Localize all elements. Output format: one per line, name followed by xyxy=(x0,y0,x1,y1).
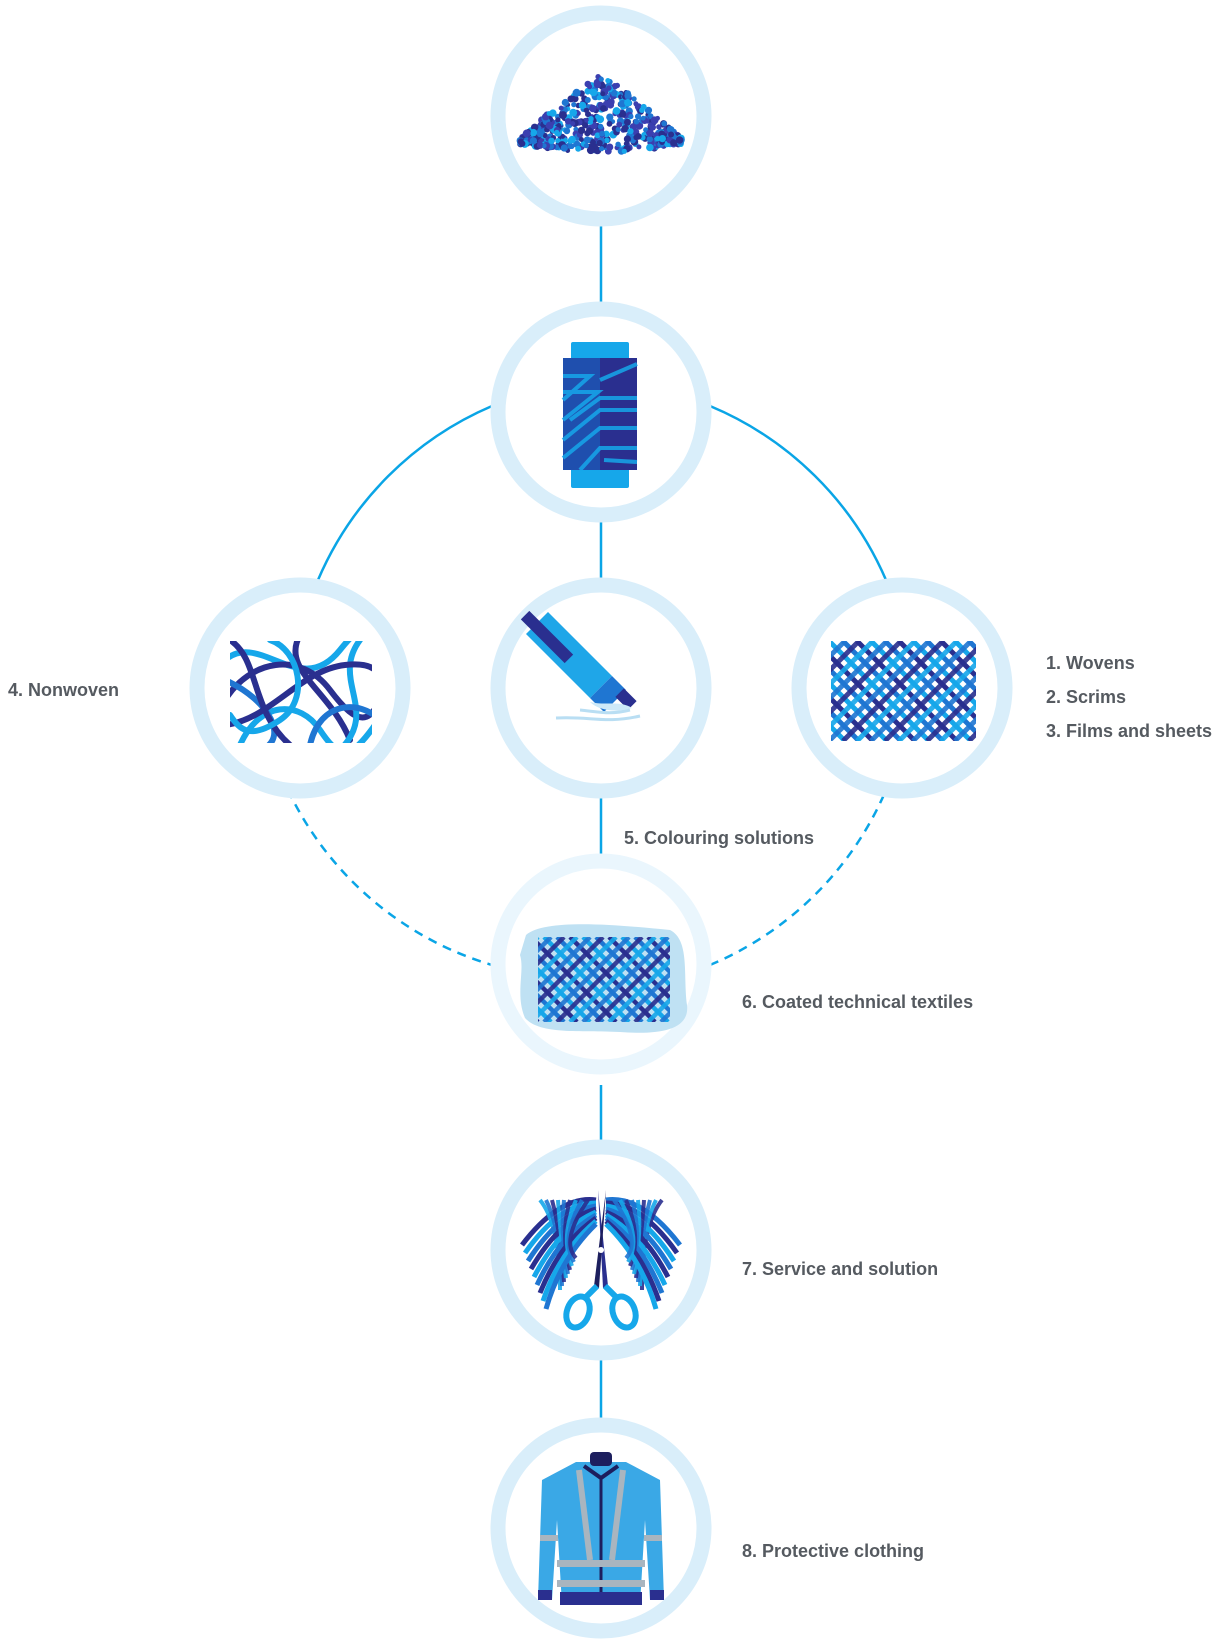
label-colouring: 5. Colouring solutions xyxy=(624,828,814,848)
woven-mesh-icon xyxy=(831,641,976,741)
label-films: 3. Films and sheets xyxy=(1046,721,1213,741)
label-wovens: 1. Wovens xyxy=(1046,653,1135,673)
yarn-spool-icon xyxy=(561,342,638,488)
scissors-fabric-icon xyxy=(520,1190,682,1331)
connector-arc-dashed xyxy=(709,789,888,967)
coated-textile-icon xyxy=(520,924,688,1033)
connector-arc xyxy=(709,404,888,581)
label-service: 7. Service and solution xyxy=(742,1259,939,1279)
nonwoven-fibres-icon xyxy=(230,641,372,743)
protective-jacket-icon xyxy=(538,1452,664,1605)
label-group-right: 1. Wovens 2. Scrims 3. Films and sheets xyxy=(1046,654,1212,756)
colour-tube-icon xyxy=(520,610,641,722)
label-protective: 8. Protective clothing xyxy=(742,1541,925,1561)
label-nonwoven: 4. Nonwoven xyxy=(8,680,120,700)
granules-icon xyxy=(516,74,685,155)
label-coated: 6. Coated technical textiles xyxy=(742,992,974,1012)
connector-arc-dashed xyxy=(286,789,493,967)
label-scrims: 2. Scrims xyxy=(1046,687,1127,707)
connector-arc xyxy=(316,404,493,581)
